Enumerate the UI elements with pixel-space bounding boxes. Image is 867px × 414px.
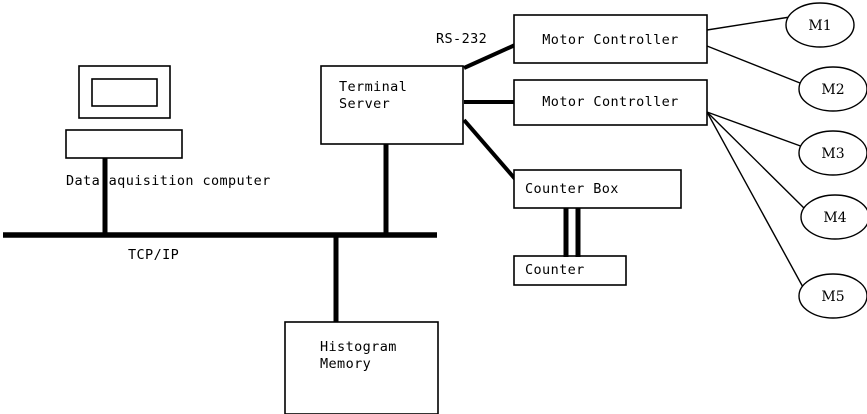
motor-m4-ellipse (800, 194, 867, 240)
counter-box-box (513, 169, 682, 209)
link-mc2-to-m5 (706, 111, 805, 290)
motor-m2-label: M2 (821, 82, 845, 98)
motor-m1-ellipse (785, 2, 855, 48)
motor-m3-label: M3 (821, 146, 845, 162)
tcpip-bus-label: TCP/IP (128, 247, 180, 263)
terminal-server-box (320, 65, 464, 145)
link-mc2-to-m3 (706, 111, 807, 149)
computer-label: Data aquisition computer (66, 173, 271, 189)
motor-controller-1-label: Motor Controller (542, 32, 679, 48)
computer-base-box (65, 129, 183, 159)
link-mc1-to-m2 (706, 45, 806, 86)
motor-m3-ellipse (798, 130, 867, 176)
terminal-server-label-line2: Server (339, 96, 391, 112)
motor-controller-2-box (513, 79, 708, 126)
motor-m2-ellipse (798, 66, 867, 112)
histogram-memory-label-line1: Histogram (320, 339, 397, 355)
counter-box-label: Counter Box (525, 181, 619, 197)
motor-m1-label: M1 (808, 18, 832, 34)
rs232-label: RS-232 (436, 31, 488, 47)
motor-controller-2-label: Motor Controller (542, 94, 679, 110)
counter-box (513, 255, 627, 286)
motor-controller-1-box (513, 14, 708, 64)
motor-m5-ellipse (798, 273, 867, 319)
link-terminal-server-to-mc1 (463, 43, 516, 70)
counter-label: Counter (525, 262, 585, 278)
monitor-screen (91, 78, 158, 107)
histogram-memory-label-line2: Memory (320, 356, 372, 372)
histogram-memory-box (284, 321, 439, 414)
terminal-server-label-line1: Terminal (339, 79, 408, 95)
link-mc2-to-m4 (706, 111, 809, 213)
link-terminal-server-to-counter-box (462, 118, 518, 182)
link-mc1-to-m1 (706, 16, 791, 31)
motor-m4-label: M4 (823, 210, 847, 226)
motor-m5-label: M5 (821, 289, 845, 305)
